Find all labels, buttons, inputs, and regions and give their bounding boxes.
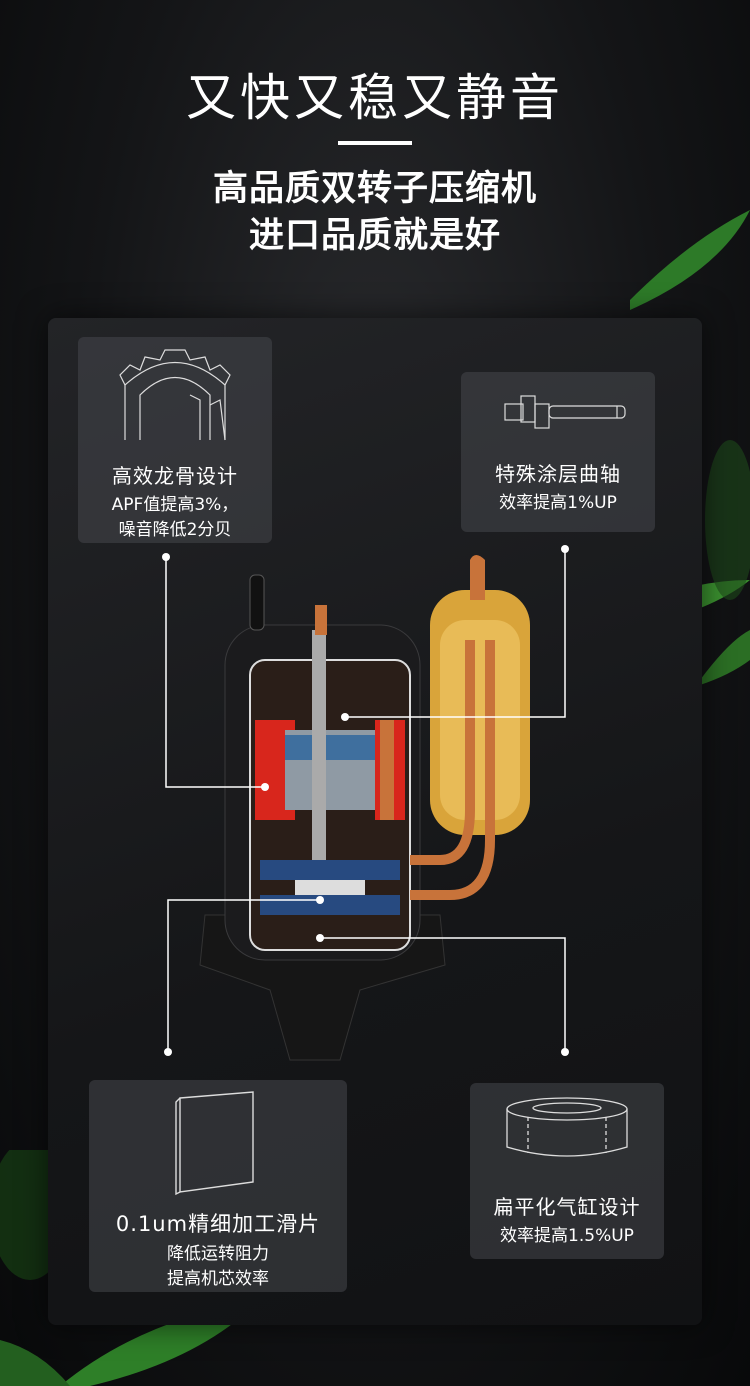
feature-detail: 降低运转阻力: [167, 1244, 269, 1264]
title-divider: [338, 141, 412, 145]
feature-title: 高效龙骨设计: [112, 464, 238, 488]
subtitle-line-1: 高品质双转子压缩机: [212, 169, 537, 209]
page-title: 又快又稳又静音: [186, 69, 564, 127]
feature-detail: APF值提高3%，: [111, 495, 239, 515]
feature-card-crankshaft: 特殊涂层曲轴 效率提高1%UP: [461, 372, 655, 532]
crankshaft-icon: [504, 395, 626, 429]
stator-core-icon: [119, 349, 231, 441]
feature-detail: 效率提高1%UP: [499, 493, 617, 513]
connector-dots: [162, 545, 569, 1056]
feature-card-cylinder: 扁平化气缸设计 效率提高1.5%UP: [470, 1083, 664, 1259]
feature-detail: 噪音降低2分贝: [118, 520, 232, 540]
feature-detail: 效率提高1.5%UP: [500, 1226, 634, 1246]
cylinder-ring-icon: [506, 1097, 628, 1157]
feature-title: 扁平化气缸设计: [493, 1195, 641, 1219]
connector-lines: [165, 549, 566, 1052]
subtitle-line-2: 进口品质就是好: [248, 216, 501, 256]
compressor-illustration: [199, 555, 530, 1061]
feature-title: 0.1um精细加工滑片: [115, 1212, 321, 1236]
vane-plate-icon: [175, 1091, 254, 1196]
feature-detail: 提高机芯效率: [167, 1269, 269, 1289]
feature-title: 特殊涂层曲轴: [495, 462, 621, 486]
feature-card-vane: 0.1um精细加工滑片 降低运转阻力 提高机芯效率: [89, 1080, 347, 1292]
feature-card-keel: 高效龙骨设计 APF值提高3%， 噪音降低2分贝: [78, 337, 272, 543]
